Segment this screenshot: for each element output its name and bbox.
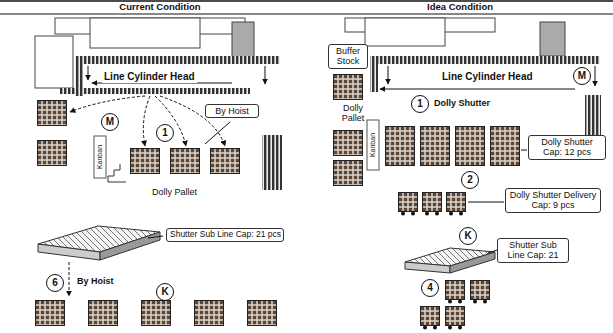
callout-circle: M xyxy=(101,113,119,131)
callout-text: K xyxy=(161,287,168,297)
callout-text: K xyxy=(464,231,471,241)
transfer-method: By Hoist xyxy=(75,276,116,286)
callout-circle: K xyxy=(156,283,174,301)
callout-text: Dolly Shutter Cap: 12 pcs xyxy=(532,137,602,158)
callout-text: 1 xyxy=(417,99,423,109)
line-name: Line Cylinder Head xyxy=(102,71,197,83)
kanban-post: Kanban xyxy=(369,131,377,159)
column-header: Idea Condition xyxy=(425,2,495,13)
callout-circle: 6 xyxy=(46,274,64,292)
callout-text: By Hoist xyxy=(209,106,255,116)
callout-text: Dolly Shutter Delivery Cap: 9 pcs xyxy=(509,190,597,211)
callout-circle: 1 xyxy=(411,95,429,113)
callout-box: Dolly Shutter Cap: 12 pcs xyxy=(528,135,606,160)
callout-text: Shutter Sub Line Cap: 21 pcs xyxy=(170,230,280,240)
callout-circle: 1 xyxy=(156,124,174,142)
part-name: Dolly Pallet xyxy=(150,187,199,197)
part-name: Dolly Shutter xyxy=(432,98,492,108)
callout-box: Shutter Sub Line Cap: 21 pcs xyxy=(166,228,284,242)
callout-box: By Hoist xyxy=(205,104,259,118)
line-name: Line Cylinder Head xyxy=(440,71,535,83)
part-name: Dolly Pallet xyxy=(331,103,375,124)
callout-circle: 4 xyxy=(421,279,439,297)
callout-circle: K xyxy=(459,227,477,245)
callout-text: M xyxy=(578,71,586,81)
callout-text: M xyxy=(106,117,114,127)
callout-text: 4 xyxy=(427,283,433,293)
callout-text: 1 xyxy=(162,128,168,138)
callout-text: Buffer Stock xyxy=(332,46,364,67)
kanban-post: Kanban xyxy=(96,143,104,171)
callout-circle: 2 xyxy=(461,171,479,189)
callout-circle: M xyxy=(573,67,591,85)
callout-box: Buffer Stock xyxy=(328,44,368,69)
callout-text: 6 xyxy=(52,278,58,288)
callout-box: Dolly Shutter Delivery Cap: 9 pcs xyxy=(505,188,601,213)
callout-box: Shutter Sub Line Cap: 21 xyxy=(497,238,569,263)
column-header: Current Condition xyxy=(117,2,202,13)
callout-text: 2 xyxy=(467,175,473,185)
callout-text: Shutter Sub Line Cap: 21 xyxy=(501,240,565,261)
